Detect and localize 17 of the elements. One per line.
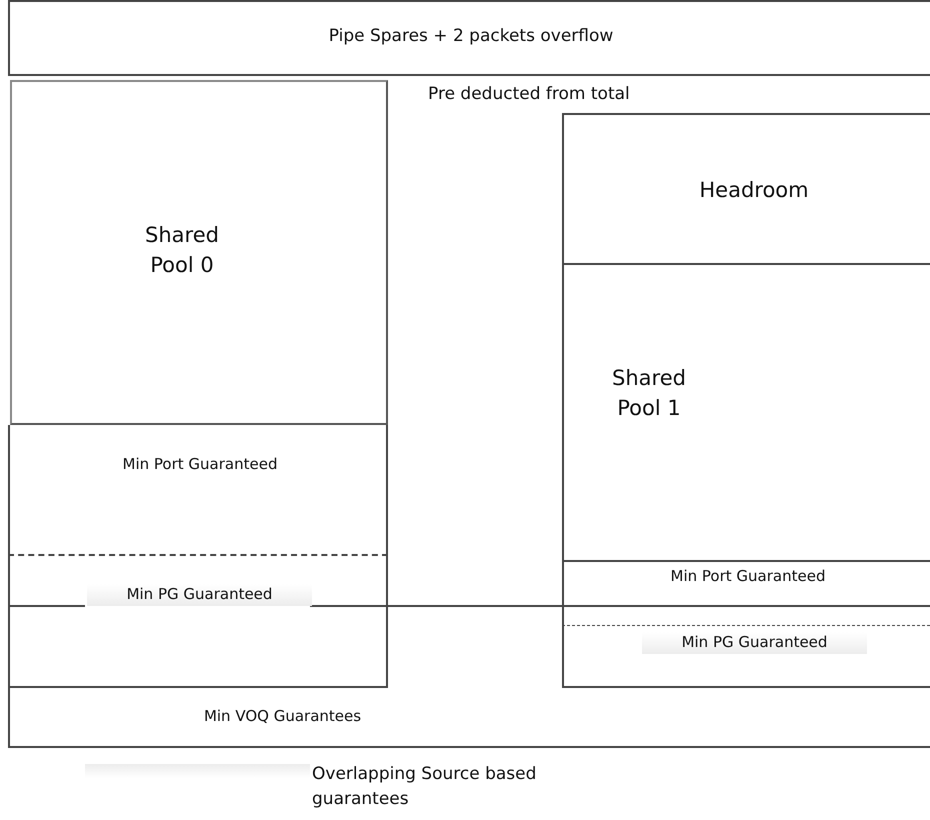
region-label: Headroom xyxy=(698,177,810,204)
buffer-region xyxy=(8,688,930,748)
buffer-region xyxy=(8,556,388,688)
region-label: Pipe Spares + 2 packets overflow xyxy=(328,25,614,48)
pool-box xyxy=(562,265,930,562)
region-label: Min Port Guaranteed xyxy=(670,566,826,587)
legend-text: Overlapping Source based guarantees xyxy=(312,763,538,811)
note-text: Pre deducted from total xyxy=(428,83,630,106)
region-label: Shared Pool 0 xyxy=(144,222,220,280)
pool-box xyxy=(10,80,388,425)
region-label: Shared Pool 1 xyxy=(611,365,687,422)
region-label: Min Port Guaranteed xyxy=(122,454,278,475)
buffer-region xyxy=(562,625,930,688)
buffer-region xyxy=(8,0,930,76)
region-label: Min VOQ Guarantees xyxy=(202,706,362,727)
buffer-region xyxy=(8,425,388,556)
buffer-region xyxy=(562,113,930,265)
